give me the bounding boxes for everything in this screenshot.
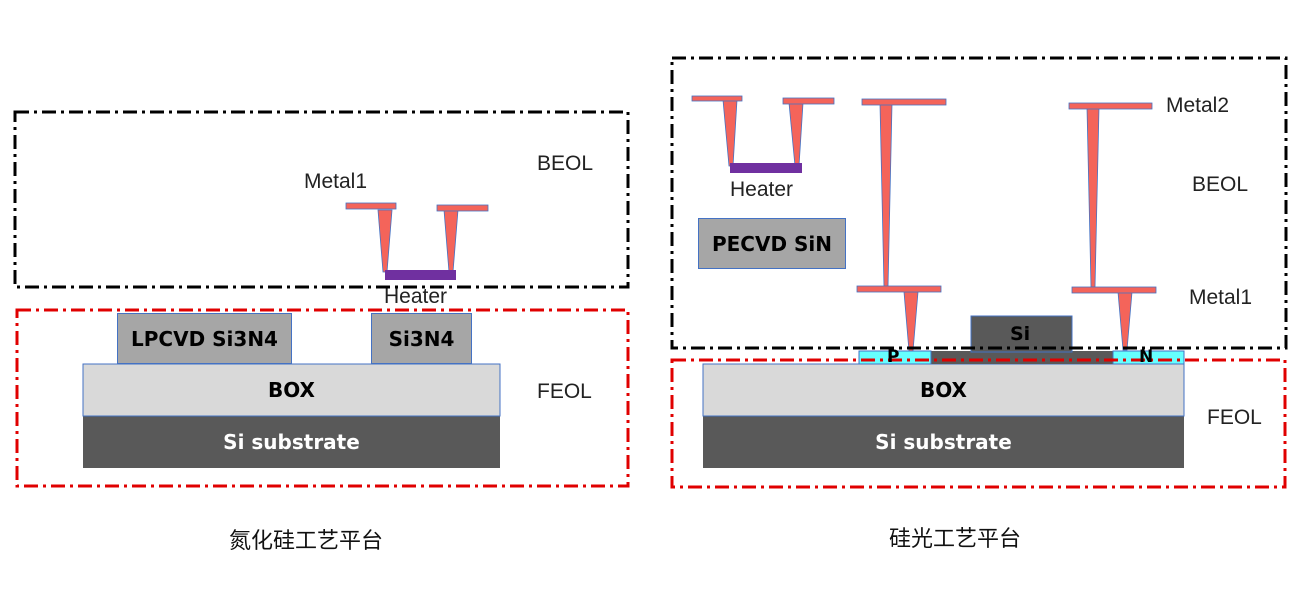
right-feol-label: FEOL [1207, 406, 1262, 429]
right-heater-via [788, 102, 804, 167]
right-beol-label: BEOL [1192, 173, 1249, 196]
left-caption: 氮化硅工艺平台 [229, 529, 384, 554]
right-metal1-pad [1071, 286, 1157, 294]
left-substrate-label: Si substrate [223, 430, 360, 454]
right-contact-via [1117, 291, 1133, 351]
left-box-label: BOX [268, 378, 315, 402]
right-metal2-pad [1068, 102, 1153, 110]
right-caption: 硅光工艺平台 [889, 527, 1022, 552]
right-substrate [703, 416, 1184, 468]
right-si-label: Si [1010, 323, 1031, 345]
right-heater-label: Heater [730, 178, 794, 201]
left-metal1-pad [345, 202, 397, 210]
right-metal2-pad [861, 98, 947, 106]
right-heater-bar [730, 163, 802, 173]
left-substrate [83, 416, 500, 468]
left-heater-bar [385, 270, 456, 280]
right-si-slab [859, 351, 1184, 364]
left-metal1-pad [436, 204, 489, 212]
right-metal1-label: Metal1 [1189, 286, 1253, 309]
left-beol-frame [13, 110, 630, 289]
left-feol-frame [15, 308, 630, 488]
left-lpcvd-si3n4-block: LPCVD Si3N4 [117, 313, 292, 364]
left-box-layer [82, 363, 501, 417]
right-long-via [879, 103, 893, 288]
right-box-layer [702, 363, 1185, 417]
right-heater-via [722, 99, 738, 167]
left-metal1-label: Metal1 [304, 170, 368, 193]
right-p-doping [858, 350, 932, 365]
left-metal-via [443, 209, 459, 273]
right-metal1-pad [856, 285, 942, 293]
left-metal-via [377, 209, 393, 273]
right-n-label: N [1139, 347, 1154, 367]
right-substrate-label: Si substrate [875, 430, 1012, 454]
right-long-via [1086, 107, 1100, 288]
right-feol-frame [670, 358, 1287, 489]
left-feol-label: FEOL [537, 380, 592, 403]
left-heater-label: Heater [384, 285, 448, 308]
right-beol-frame [670, 56, 1288, 350]
right-heater-pad [691, 95, 743, 102]
right-p-label: P [887, 347, 900, 367]
right-pecvd-sin-block: PECVD SiN [698, 218, 846, 269]
right-contact-via [903, 291, 919, 352]
left-beol-label: BEOL [537, 152, 594, 175]
right-heater-pad [782, 97, 835, 105]
right-box-label: BOX [920, 378, 967, 402]
left-si3n4-block: Si3N4 [371, 313, 472, 364]
right-metal2-label: Metal2 [1166, 94, 1230, 117]
right-si-rib [970, 315, 1073, 353]
